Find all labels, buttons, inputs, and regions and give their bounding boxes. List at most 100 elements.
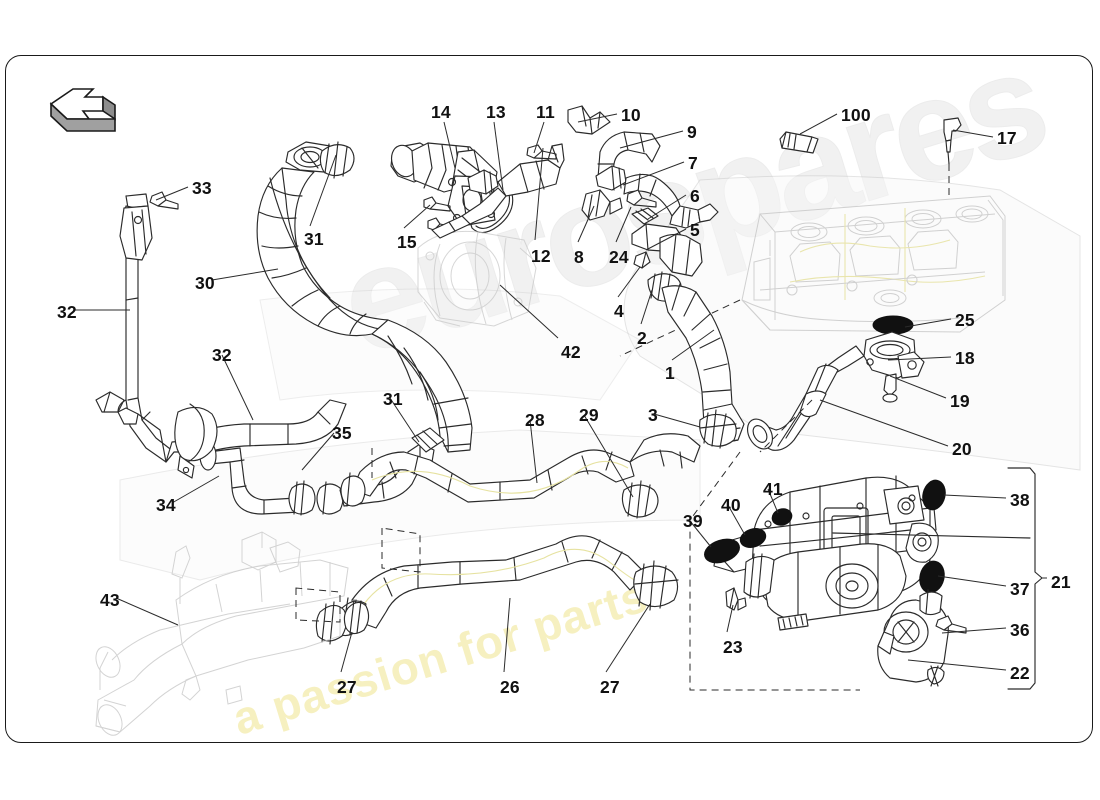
leader-line-35: [301, 432, 335, 471]
part-43-manifold-ghost: [95, 531, 349, 736]
part-36-bolt: [935, 615, 967, 634]
leader-line-26: [503, 597, 511, 673]
leader-line-11: [533, 121, 545, 154]
callout-number-28: 28: [525, 410, 545, 430]
forward-direction-arrow-icon: [49, 88, 116, 132]
callout-number-19: 19: [950, 391, 970, 411]
callout-number-33: 33: [192, 178, 212, 198]
callout-number-29: 29: [579, 405, 599, 425]
assembly-dash-a: [381, 527, 421, 573]
part-28-hose: [340, 433, 701, 519]
callout-number-18: 18: [955, 348, 975, 368]
leader-line-30: [211, 268, 279, 281]
callout-number-27: 27: [337, 677, 357, 697]
leader-line-31: [389, 397, 420, 443]
leader-line-10: [577, 113, 618, 123]
callout-number-13: 13: [486, 102, 506, 122]
leader-line-3: [653, 413, 701, 428]
leader-line-37: [937, 575, 1007, 587]
callout-number-6: 6: [690, 186, 700, 206]
part-33-bolt: [149, 191, 179, 210]
callout-number-32: 32: [57, 302, 77, 322]
callout-number-3: 3: [648, 405, 658, 425]
callout-number-42: 42: [561, 342, 581, 362]
part-27-sleeve-left: [343, 599, 370, 635]
callout-number-25: 25: [955, 310, 975, 330]
leader-line-15: [403, 204, 431, 229]
leader-line-19: [889, 375, 947, 399]
leader-line-7: [622, 161, 685, 186]
assembly-dash-b: [295, 587, 341, 623]
part-40-oring: [739, 528, 767, 548]
part-18-housing: [805, 331, 925, 400]
part-38-oring: [922, 479, 946, 511]
callout-number-23: 23: [723, 637, 743, 657]
part-19-bolt: [882, 373, 898, 403]
leader-line-27: [605, 603, 651, 673]
leader-line-25: [904, 318, 952, 328]
callout-number-12: 12: [531, 246, 551, 266]
callout-number-37: 37: [1010, 579, 1030, 599]
leader-line-24: [615, 206, 632, 243]
leader-line-39: [689, 520, 712, 548]
part-23-clip: [725, 587, 747, 611]
callout-number-35: 35: [332, 423, 352, 443]
leader-line-12: [534, 147, 544, 241]
assembly-dash-supercharger: [689, 451, 860, 691]
part-26-hose: [315, 535, 671, 645]
leader-line-42: [499, 284, 559, 339]
leader-line-33: [155, 186, 189, 201]
leader-line-28: [529, 419, 538, 484]
leader-line-40: [727, 504, 746, 536]
callout-number-36: 36: [1010, 620, 1030, 640]
part-4-clip: [633, 251, 651, 269]
leader-line-31: [309, 154, 337, 227]
leader-line-13: [493, 121, 504, 191]
part-31-seal-lower: [411, 427, 445, 453]
part-41-plug: [771, 508, 793, 526]
part-30-hose-tail: [371, 319, 473, 453]
callout-number-31: 31: [383, 389, 403, 409]
callout-number-17: 17: [997, 128, 1017, 148]
leader-line-6: [647, 194, 687, 220]
part-34-pipe-junction: [174, 399, 435, 516]
callout-number-43: 43: [100, 590, 120, 610]
leader-line-100: [799, 113, 838, 135]
part-27-clamp-right: [633, 560, 679, 611]
leader-line-22: [907, 659, 1007, 671]
leader-line-1: [671, 329, 715, 361]
leader-line-32: [221, 354, 254, 421]
part-22-water-pump: [877, 589, 949, 687]
leader-line-27: [340, 631, 353, 673]
callout-number-22: 22: [1010, 663, 1030, 683]
callout-number-5: 5: [690, 220, 700, 240]
part-17-sensor: [943, 117, 962, 165]
part-30-hose: [256, 141, 389, 337]
callout-number-14: 14: [431, 102, 451, 122]
part-21-supercharger: [713, 475, 939, 631]
callout-number-41: 41: [763, 479, 783, 499]
callout-number-40: 40: [721, 495, 741, 515]
callout-number-34: 34: [156, 495, 176, 515]
part-20-pipe: [746, 390, 827, 451]
leader-line-38: [943, 494, 1007, 499]
callout-number-21: 21: [1051, 572, 1071, 592]
leader-line-17: [952, 129, 994, 138]
callout-number-2: 2: [637, 328, 647, 348]
callout-number-7: 7: [688, 153, 698, 173]
diagram-frame: [5, 55, 1093, 743]
callout-number-38: 38: [1010, 490, 1030, 510]
callout-number-1: 1: [665, 363, 675, 383]
callout-number-10: 10: [621, 105, 641, 125]
part-7-hose: [595, 165, 719, 229]
assembly-dash-20: [759, 399, 813, 453]
part-15-bolts: [423, 196, 455, 233]
part-100-connector: [779, 131, 819, 154]
leader-line-4: [617, 266, 641, 298]
callout-number-4: 4: [614, 301, 624, 321]
part-39-oring: [704, 538, 740, 564]
leader-line-2: [640, 289, 653, 325]
leader-line-43: [115, 597, 179, 626]
callout-number-30: 30: [195, 273, 215, 293]
